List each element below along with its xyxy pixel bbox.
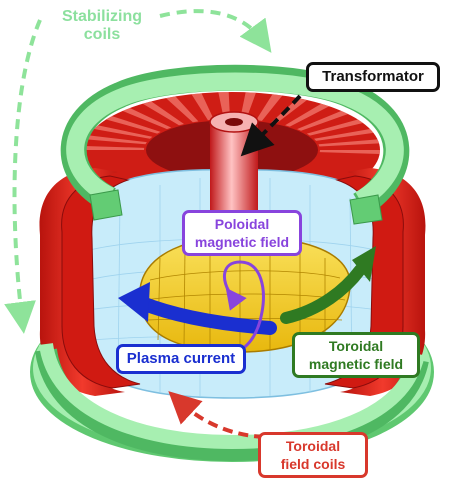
coil-stripe xyxy=(256,94,283,121)
coil-stripe xyxy=(166,96,199,123)
plasma-current-arrow xyxy=(135,296,277,335)
transformator-label: Transformator xyxy=(306,62,440,92)
coil-stripes xyxy=(84,92,380,155)
poloidal-field-line1: Poloidal xyxy=(214,216,270,232)
coil-stripe xyxy=(142,101,185,126)
stabilizing-coils-label: Stabilizing coils xyxy=(52,8,152,44)
stabilizing-arrow-top xyxy=(159,9,272,53)
coil-stripe xyxy=(285,103,330,127)
lower-stabilizing-coil-front xyxy=(35,342,429,462)
coil-stripe xyxy=(314,129,374,141)
coil-stripe xyxy=(86,135,147,145)
toroidal-field-label: Toroidal magnetic field xyxy=(292,332,420,378)
poloidal-field-label: Poloidal magnetic field xyxy=(182,210,302,256)
toroidal-field-line1: Toroidal xyxy=(328,338,384,354)
toroidal-coils-line1: Toroidal xyxy=(285,438,341,454)
poloidal-field-line2: magnetic field xyxy=(194,234,290,250)
poloidal-field-loop xyxy=(223,260,265,354)
upper-stabilizing-coil xyxy=(60,64,410,225)
coil-stripe xyxy=(84,145,145,150)
plasma-current-arrowhead xyxy=(118,282,150,322)
toroidal-coils-label: Toroidal field coils xyxy=(258,432,368,478)
coil-stripe xyxy=(306,119,363,136)
transformator-arrow xyxy=(240,94,302,157)
coil-stripe xyxy=(106,116,161,134)
stabilizing-coils-line1: Stabilizing xyxy=(62,8,142,25)
coil-stripe xyxy=(191,93,214,121)
toroidal-coils-line2: field coils xyxy=(280,456,346,472)
toroidal-field-arrow xyxy=(280,264,366,324)
stabilizing-arrow-left xyxy=(4,19,42,334)
coil-stripe xyxy=(122,108,172,130)
plasma-current-text: Plasma current xyxy=(126,350,236,367)
coil-stripe xyxy=(319,150,380,155)
toroidal-field-line2: magnetic field xyxy=(308,356,404,372)
plasma-current-label: Plasma current xyxy=(116,344,246,374)
coil-stripe xyxy=(271,98,308,124)
stabilizing-coils-line2: coils xyxy=(83,26,121,43)
coil-stripe xyxy=(318,139,380,147)
toroidal-field-arrowhead xyxy=(352,246,376,282)
coil-stripe xyxy=(93,125,153,139)
coil-stripe xyxy=(297,110,349,131)
transformator-text: Transformator xyxy=(322,68,424,85)
